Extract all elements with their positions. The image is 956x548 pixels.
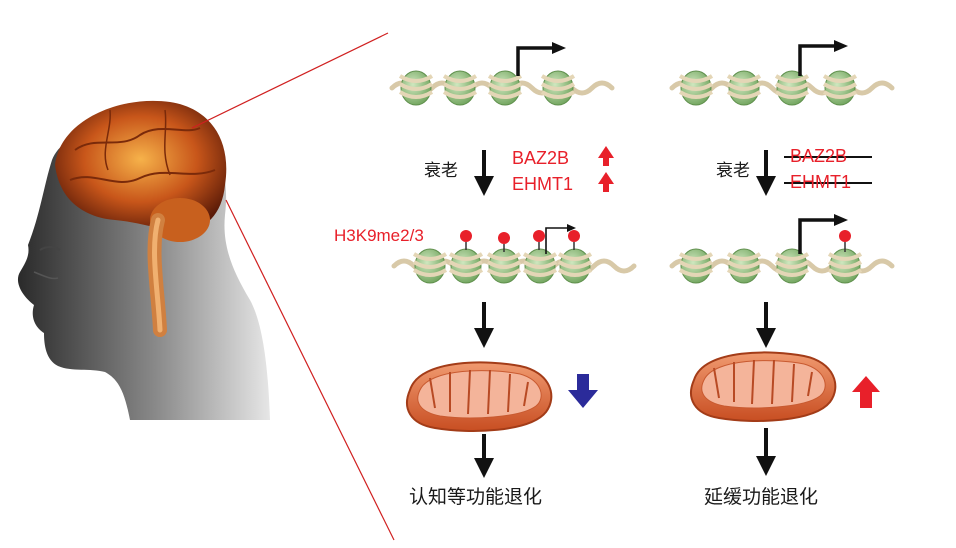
gene-label-ehmt1-left: EHMT1 (512, 174, 574, 194)
nucleosome-icon (678, 248, 714, 284)
brain-icon (55, 100, 227, 337)
nucleosome-icon (398, 70, 434, 106)
chromatin-right-middle (669, 248, 895, 284)
nucleosome-icon (726, 248, 762, 284)
methylation-mark-icon (460, 230, 580, 252)
nucleosome-icon (412, 248, 448, 284)
nucleosome-icon (557, 248, 593, 284)
mitochondrion-icon (406, 361, 553, 432)
nucleosome-icon (774, 70, 810, 106)
histone-mark-label: H3K9me2/3 (334, 226, 424, 245)
aging-label-right: 衰老 (716, 161, 750, 181)
transcription-start-arrow-icon (545, 227, 570, 254)
nucleosome-icon (726, 70, 762, 106)
nucleosome-icon (540, 70, 576, 106)
nucleosome-icon (486, 248, 522, 284)
gene-up-arrow-icon (598, 146, 614, 166)
transcription-start-arrow-icon (798, 44, 838, 76)
gene-label-baz2b-left: BAZ2B (512, 148, 570, 168)
mito-down-arrow-icon (568, 374, 598, 408)
nucleosome-icon (522, 248, 558, 284)
nucleosome-icon (774, 248, 810, 284)
gene-label-baz2b-right: BAZ2B (790, 146, 848, 166)
outcome-label-right: 延缓功能退化 (704, 486, 819, 508)
aging-label-left: 衰老 (424, 161, 458, 181)
mito-up-arrow-icon (852, 376, 880, 408)
outcome-label-left: 认知等功能退化 (409, 486, 543, 508)
chromatin-right-top (669, 70, 895, 106)
zoom-line-bottom (225, 199, 395, 541)
zoom-line-top (191, 32, 389, 129)
methylation-mark-icon (839, 230, 851, 252)
nucleosome-icon (448, 248, 484, 284)
transcription-start-arrow-icon (798, 218, 838, 254)
nucleosome-icon (827, 248, 863, 284)
nucleosome-icon (678, 70, 714, 106)
nucleosome-icon (822, 70, 858, 106)
nucleosome-icon (442, 70, 478, 106)
gene-label-ehmt1-right: EHMT1 (790, 172, 852, 192)
mitochondrion-icon (690, 351, 837, 422)
gene-up-arrow-icon (598, 172, 614, 192)
chromatin-left-middle (391, 248, 637, 284)
chromatin-left-top (389, 70, 615, 106)
nucleosome-icon (487, 70, 523, 106)
transcription-start-arrow-icon (516, 46, 556, 76)
